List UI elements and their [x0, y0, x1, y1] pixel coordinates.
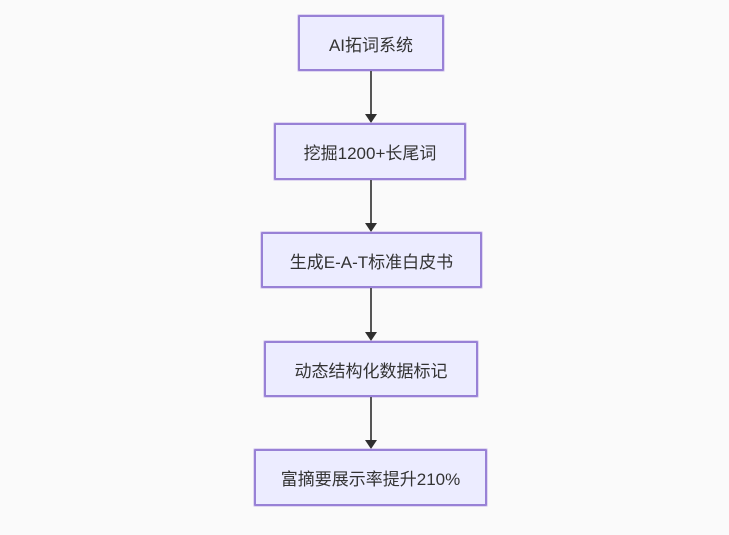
arrowhead-down-icon [365, 440, 377, 449]
flowchart-node-eat-whitepaper: 生成E-A-T标准白皮书 [261, 232, 482, 288]
arrowhead-down-icon [365, 332, 377, 341]
flowchart-node-ai-word-expansion: AI拓词系统 [298, 15, 444, 71]
flow-arrow [364, 180, 378, 232]
arrowhead-down-icon [365, 223, 377, 232]
flow-arrow [364, 71, 378, 123]
arrow-line [370, 71, 372, 115]
arrow-line [370, 180, 372, 224]
arrow-line [370, 397, 372, 441]
flow-arrow [364, 288, 378, 341]
flowchart-node-longtail-keywords: 挖掘1200+长尾词 [274, 123, 466, 180]
flowchart-node-structured-data-markup: 动态结构化数据标记 [264, 341, 478, 397]
flowchart-node-rich-snippet-rate: 富摘要展示率提升210% [254, 449, 487, 506]
flow-arrow [364, 397, 378, 449]
arrow-line [370, 288, 372, 333]
arrowhead-down-icon [365, 114, 377, 123]
